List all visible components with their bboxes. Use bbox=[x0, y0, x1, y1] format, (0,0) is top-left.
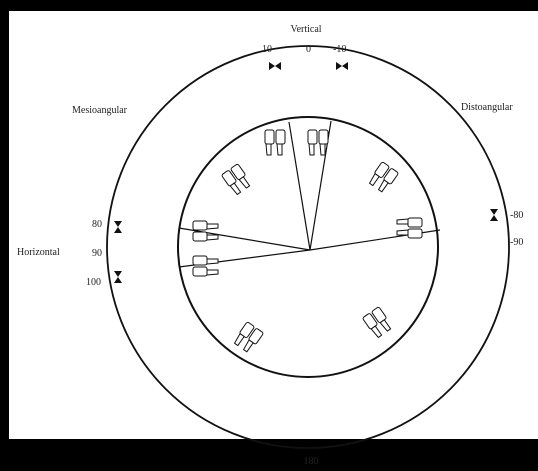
label-horizontal: Horizontal bbox=[17, 247, 60, 258]
label-distoangular: Distoangular bbox=[461, 102, 513, 113]
tick-label-neg-90: -90 bbox=[510, 237, 523, 248]
label-mesioangular: Mesioangular bbox=[72, 105, 128, 116]
tick-label-neg-10: -10 bbox=[333, 44, 346, 55]
diagram-background bbox=[9, 11, 538, 439]
tick-label-neg-80: -80 bbox=[510, 210, 523, 221]
tick-label-90: 90 bbox=[92, 248, 102, 259]
tick-label-80: 80 bbox=[92, 219, 102, 230]
tick-label-100: 100 bbox=[86, 277, 101, 288]
label-vertical: Vertical bbox=[290, 24, 321, 35]
tick-label-0: 0 bbox=[306, 44, 311, 55]
tick-label-10: 10 bbox=[262, 44, 272, 55]
label-180: 180 bbox=[304, 456, 319, 467]
